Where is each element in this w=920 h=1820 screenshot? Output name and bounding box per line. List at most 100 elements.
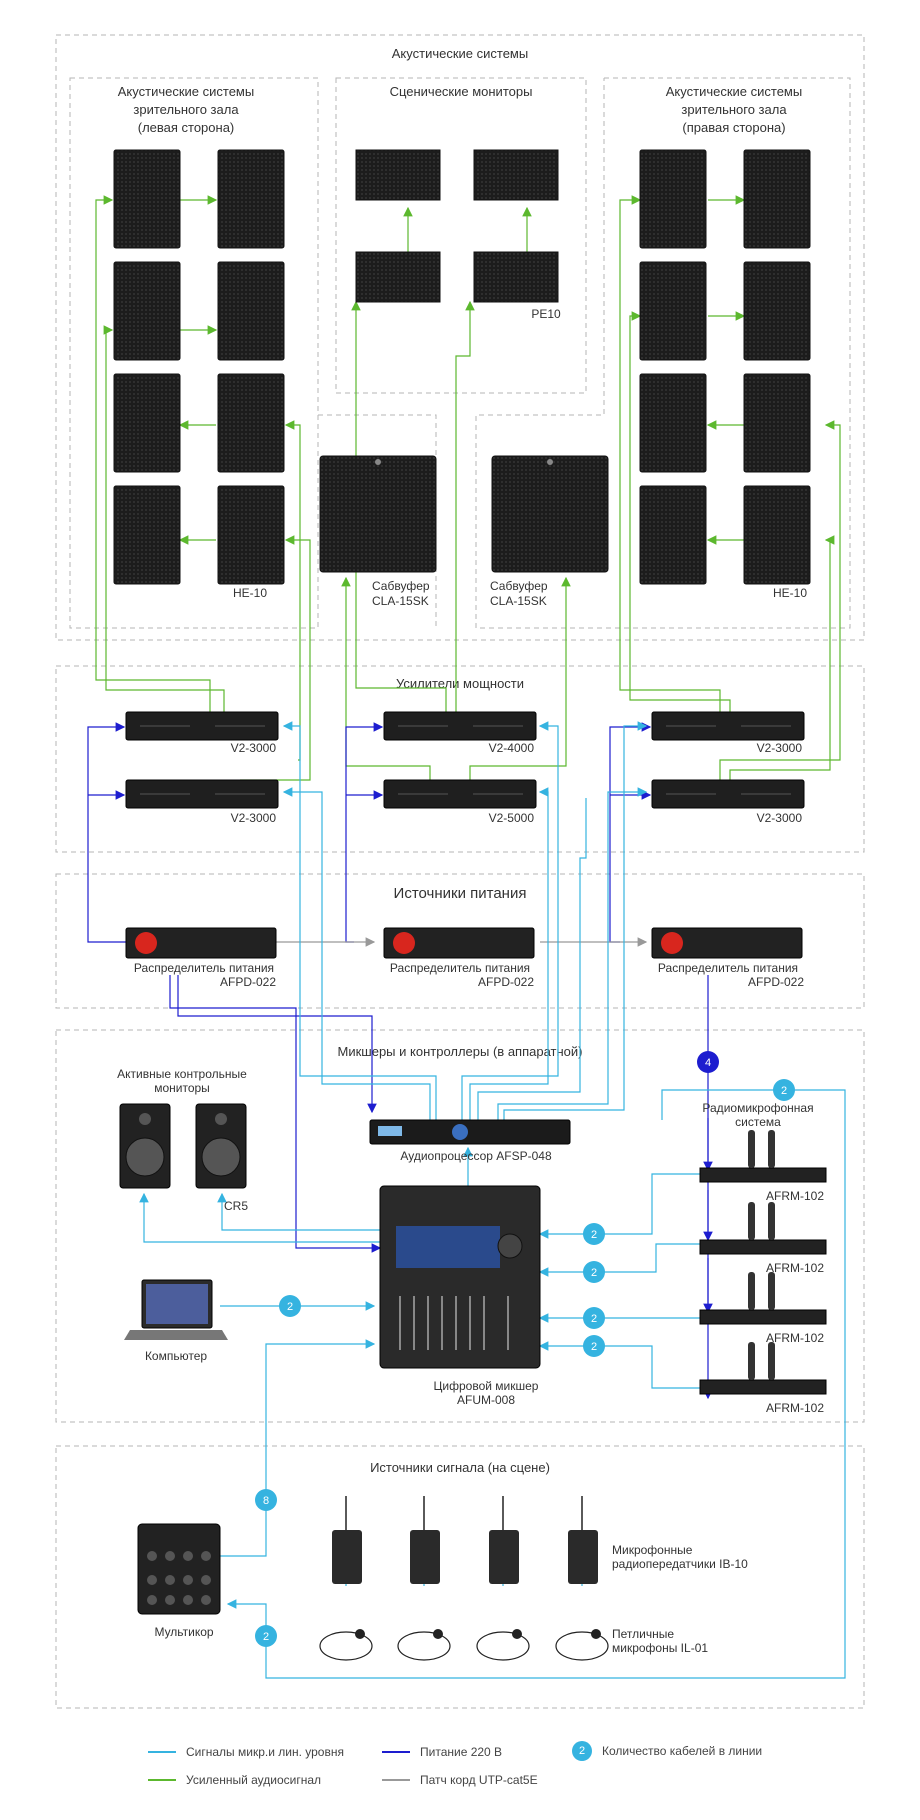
- sub-right-logo: [547, 459, 553, 465]
- active-monitor-right-woofer-icon: [201, 1137, 241, 1177]
- mixer-label-2: AFUM-008: [457, 1393, 515, 1407]
- multicore-label: Мультикор: [154, 1625, 213, 1639]
- cr5-label: CR5: [224, 1199, 248, 1213]
- monitor-1: [355, 149, 441, 201]
- he10-right-label: HE-10: [773, 586, 807, 600]
- amp-r2-label: V2-3000: [757, 811, 803, 825]
- legend: Сигналы микр.и лин. уровня Усиленный ауд…: [140, 1741, 820, 1805]
- transmitter-2: [410, 1530, 440, 1584]
- speaker-r1: [639, 149, 707, 249]
- lavalier-2: [397, 1631, 451, 1661]
- pd-right-label-1: Распределитель питания: [658, 961, 798, 975]
- acoustic-title: Акустические системы: [392, 46, 528, 61]
- transmitter-3: [489, 1530, 519, 1584]
- badge-pc: [279, 1295, 301, 1317]
- sources-title: Источники сигнала (на сцене): [370, 1460, 550, 1475]
- left-title-1: Акустические системы: [118, 84, 254, 99]
- lavalier-3: [476, 1631, 530, 1661]
- pd-right: [651, 927, 803, 959]
- power-frame: [55, 873, 865, 1009]
- badge-afrm4: [583, 1335, 605, 1357]
- mixers-frame: [55, 1029, 865, 1423]
- badge-afrm3: [583, 1307, 605, 1329]
- active-monitors-label-2: мониторы: [154, 1081, 210, 1095]
- badge-multi: [255, 1489, 277, 1511]
- sub-left-logo: [375, 459, 381, 465]
- afrm-receiver-3: [699, 1309, 827, 1325]
- legend-amp: Усиленный аудиосигнал: [148, 1773, 321, 1787]
- left-title-2: зрительного зала: [133, 102, 239, 117]
- speaker-r2: [743, 149, 811, 249]
- transmitter-1: [332, 1530, 362, 1584]
- acoustic-frame: [55, 34, 865, 641]
- amp-right-2: [651, 779, 805, 809]
- right-frame: [475, 77, 851, 629]
- pd-left-socket-icon: [135, 932, 157, 954]
- badge-radio: [773, 1079, 795, 1101]
- pd-left-label-1: Распределитель питания: [134, 961, 274, 975]
- amp-c1-label: V2-4000: [489, 741, 535, 755]
- speaker-r6: [743, 373, 811, 473]
- mic-icon-3a: [748, 1272, 755, 1310]
- mic-icon-2b: [768, 1202, 775, 1240]
- badge-afrm2: [583, 1261, 605, 1283]
- mic-icon-4b: [768, 1342, 775, 1380]
- mixer-label-1: Цифровой микшер: [434, 1379, 539, 1393]
- digital-mixer: [379, 1185, 541, 1369]
- legend-power-text: Питание 220 В: [420, 1745, 503, 1759]
- computer-label: Компьютер: [145, 1349, 207, 1363]
- badge-bottom-value: 2: [263, 1631, 269, 1643]
- afrm-receiver-4: [699, 1379, 827, 1395]
- lavaliers: [319, 1631, 609, 1661]
- speaker-l8: [217, 485, 285, 585]
- amp-right-1: [651, 711, 805, 741]
- right-title-2: зрительного зала: [681, 102, 787, 117]
- transmitters: [332, 1496, 598, 1584]
- legend-amp-text: Усиленный аудиосигнал: [186, 1773, 322, 1787]
- amp-center-1: [383, 711, 537, 741]
- speaker-r4: [743, 261, 811, 361]
- monitor-2: [473, 149, 559, 201]
- amps-title: Усилители мощности: [396, 676, 524, 691]
- amp-r1-label: V2-3000: [757, 741, 803, 755]
- amp-left-2: [125, 779, 279, 809]
- legend-amp-line-icon: [148, 1779, 176, 1781]
- legend-patch: Патч корд UTP-cat5E: [382, 1773, 538, 1787]
- mixers-title: Микшеры и контроллеры (в аппаратной): [338, 1044, 583, 1059]
- speaker-l4: [217, 261, 285, 361]
- mic-icon-1a: [748, 1130, 755, 1168]
- processor-label: Аудиопроцессор AFSP-048: [400, 1149, 552, 1163]
- speaker-l1: [113, 149, 181, 249]
- badge-afrm1: [583, 1223, 605, 1245]
- badges: 4 2 2 2 2 2 2 8 2: [255, 1051, 795, 1647]
- speaker-l5: [113, 373, 181, 473]
- legend-badge-text: Количество кабелей в линии: [602, 1744, 763, 1758]
- mic-icon-1b: [768, 1130, 775, 1168]
- right-title-1: Акустические системы: [666, 84, 802, 99]
- speaker-l6: [217, 373, 285, 473]
- radio-system-label-1: Радиомикрофонная: [702, 1101, 813, 1115]
- right-speakers: [639, 149, 811, 585]
- sub-right-label-2: CLA-15SK: [490, 594, 547, 608]
- lavalier-4: [555, 1631, 609, 1661]
- computer-keyboard-icon: [124, 1330, 228, 1340]
- pd-center-label-1: Распределитель питания: [390, 961, 530, 975]
- speaker-l3: [113, 261, 181, 361]
- active-monitor-left-tweeter-icon: [139, 1113, 151, 1125]
- pd-center-socket-icon: [393, 932, 415, 954]
- amp-left-1: [125, 711, 279, 741]
- radio-receivers: [699, 1130, 827, 1395]
- legend-badge-icon: 2: [572, 1741, 592, 1761]
- amp-center-2: [383, 779, 537, 809]
- afrm2-label: AFRM-102: [766, 1261, 824, 1275]
- amp-l1-label: V2-3000: [231, 741, 277, 755]
- pd-right-label-2: AFPD-022: [748, 975, 804, 989]
- active-monitor-left-woofer-icon: [125, 1137, 165, 1177]
- pd-center-label-2: AFPD-022: [478, 975, 534, 989]
- monitor-3: [355, 251, 441, 303]
- left-frame: [69, 77, 319, 629]
- badge-afrm2-value: 2: [591, 1267, 597, 1279]
- legend-signal-line-icon: [148, 1751, 176, 1753]
- badge-multi-value: 8: [263, 1495, 269, 1507]
- mic-icon-2a: [748, 1202, 755, 1240]
